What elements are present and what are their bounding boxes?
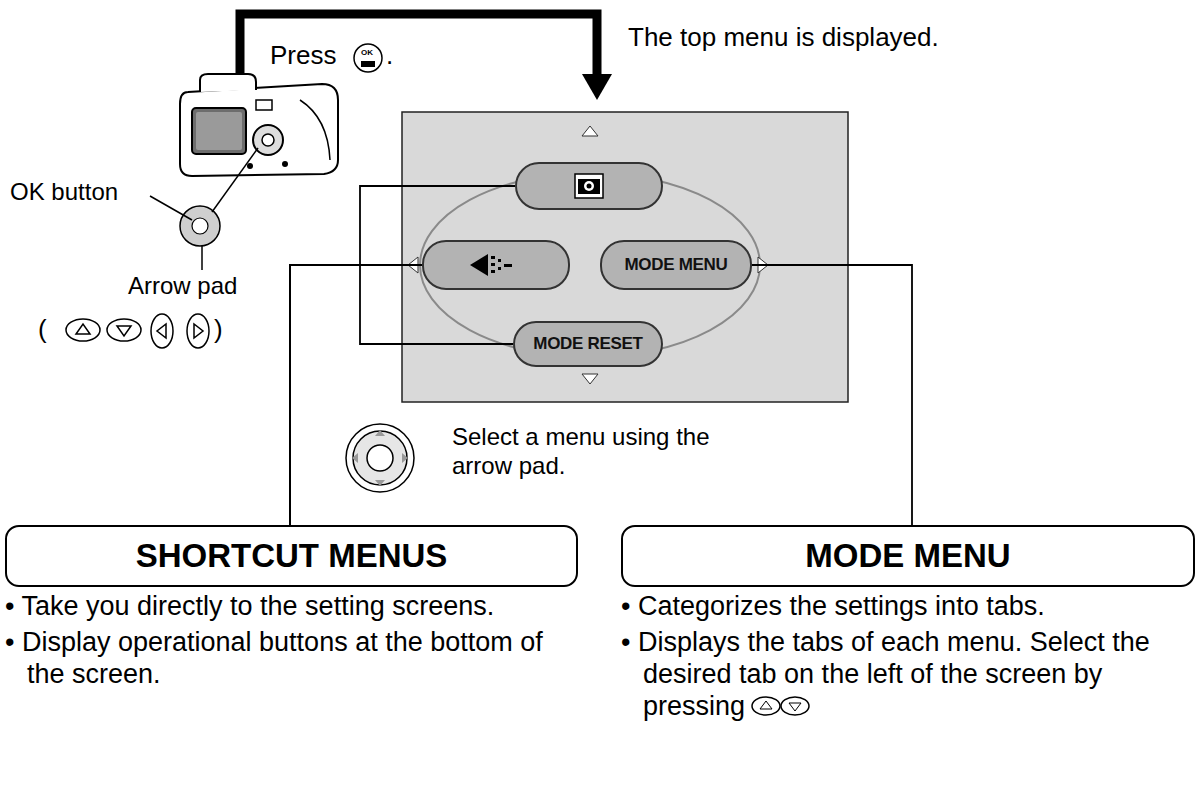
- camera-mode-icon: [575, 174, 603, 198]
- leader-line: [201, 246, 203, 270]
- bullet-text: • Display operational buttons at the bot…: [5, 627, 578, 691]
- caption-text: Arrow pad: [128, 272, 237, 301]
- connector-line: [752, 265, 912, 525]
- leader-line: [212, 148, 258, 212]
- caption-text: The top menu is displayed.: [628, 22, 939, 53]
- caption-text: OK button: [10, 178, 118, 207]
- button-icon-text: OK: [361, 48, 373, 58]
- bullet-text: • Displays the tabs of each menu. Select…: [621, 627, 1195, 723]
- ok-icon: [354, 44, 382, 72]
- up-down-key-icons: [751, 694, 811, 718]
- menu-pill: MODE MENU: [600, 240, 752, 290]
- menu-box: SHORTCUT MENUS • Take you directly to the…: [5, 525, 578, 691]
- arrow-head: [582, 74, 612, 100]
- flow-arrow: [240, 14, 597, 88]
- menu-pill: [422, 240, 570, 290]
- caption-text: Press: [270, 40, 336, 71]
- up-indicator: [582, 126, 598, 136]
- box-heading: MODE MENU: [621, 525, 1195, 587]
- leader-line: [150, 196, 192, 220]
- lcd-screen: [402, 112, 848, 402]
- bullet-text: • Categorizes the settings into tabs.: [621, 591, 1195, 623]
- ok-button-zoom: [192, 218, 208, 234]
- caption-text: ): [214, 314, 223, 345]
- menu-pill: MODE RESET: [513, 321, 663, 367]
- menu-label: MODE MENU: [624, 255, 727, 275]
- down-indicator: [582, 374, 598, 384]
- arrow-pad-zoom: [180, 206, 220, 246]
- connector-line: [290, 265, 513, 525]
- box-heading: SHORTCUT MENUS: [5, 525, 578, 587]
- arrow-key-icons: [66, 314, 209, 348]
- caption-text: .: [386, 40, 393, 71]
- menu-label: MODE RESET: [533, 334, 642, 354]
- connector-line: [290, 265, 422, 525]
- arrow-pad-icon: [346, 424, 414, 492]
- quality-icon: [470, 254, 512, 276]
- camera-illustration: [180, 74, 338, 176]
- menu-box: MODE MENU • Categorizes the settings into…: [621, 525, 1195, 722]
- menu-pill: [515, 162, 663, 210]
- caption-text: (: [38, 314, 47, 345]
- ok-icon-bar: [361, 61, 375, 67]
- bullet-text: • Take you directly to the setting scree…: [5, 591, 578, 623]
- caption-text: Select a menu using the arrow pad.: [452, 423, 752, 481]
